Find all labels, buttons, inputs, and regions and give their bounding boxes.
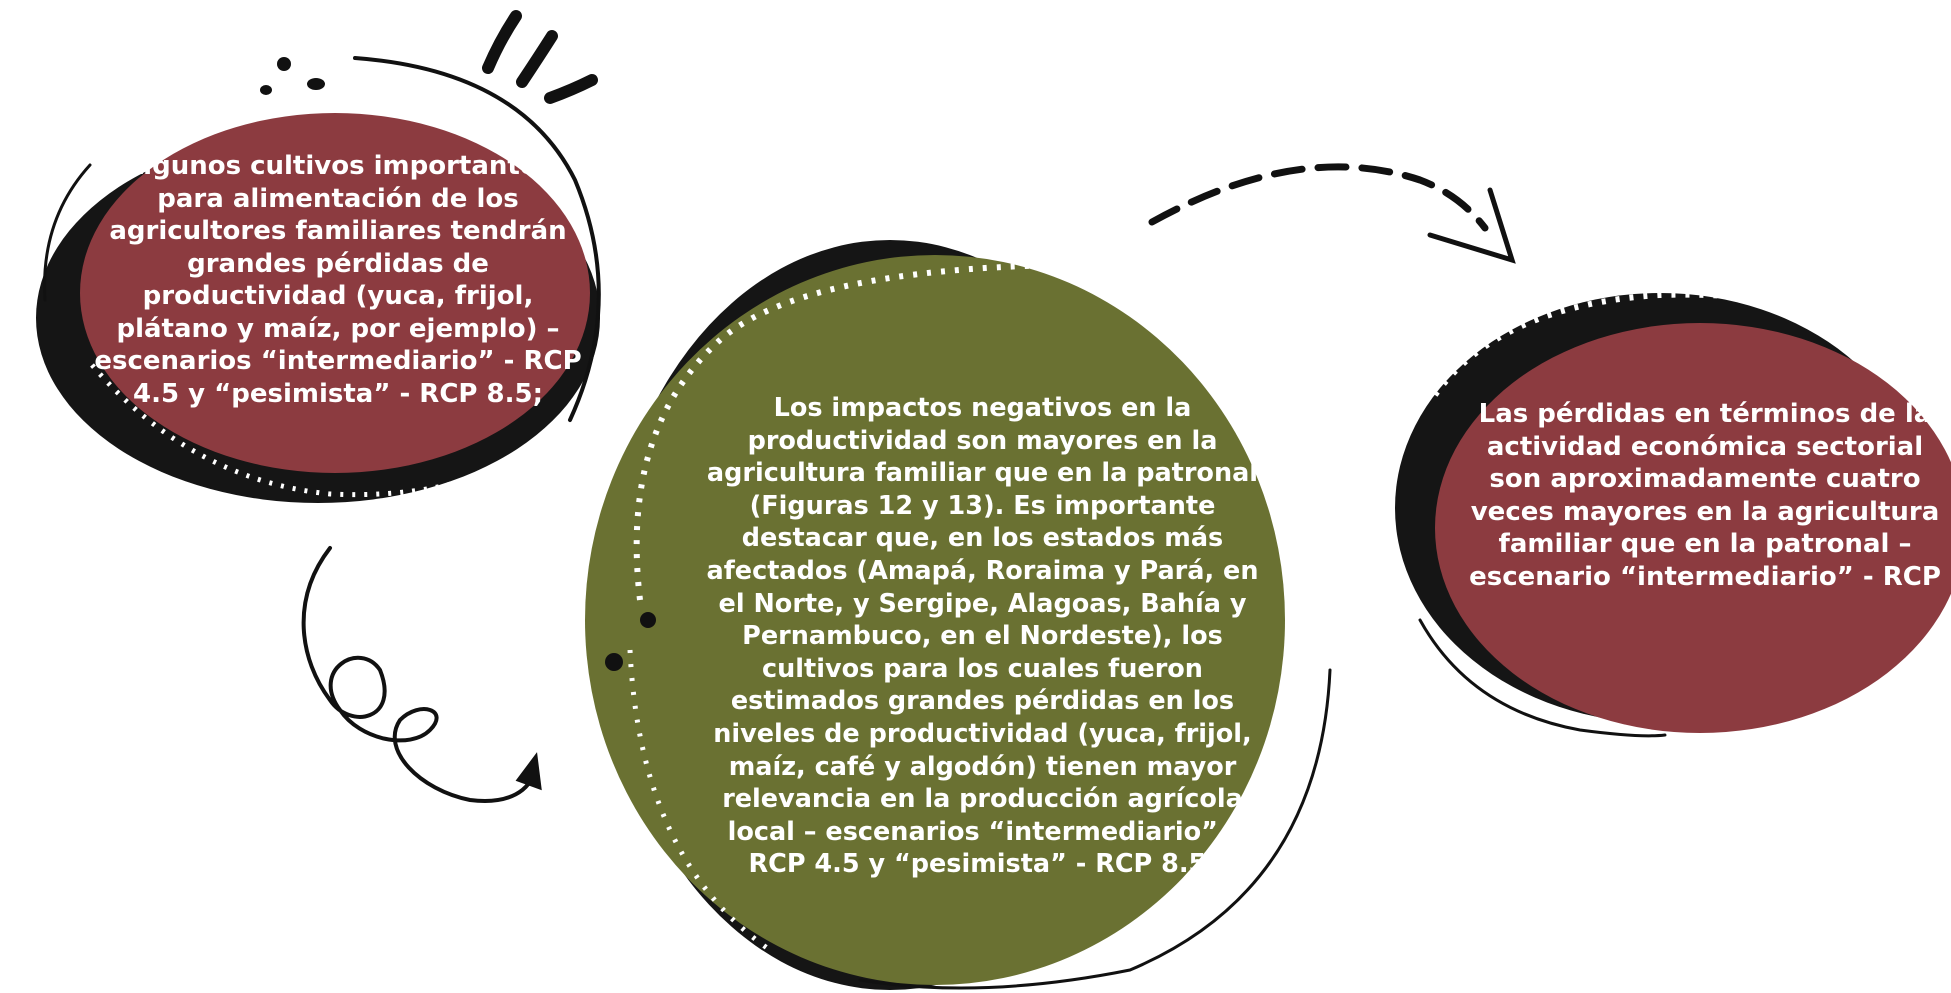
middle-bubble-dot-2 bbox=[640, 612, 656, 628]
middle-bubble-dot bbox=[605, 653, 623, 671]
curly-arrow-icon bbox=[301, 546, 542, 803]
left-bubble-text: Algunos cultivos importantes para alimen… bbox=[94, 151, 582, 409]
middle-bubble-text: Los impactos negativos en la productivid… bbox=[706, 393, 1259, 880]
middle-bubble-scribble bbox=[858, 668, 1332, 990]
middle-bubble-hatch bbox=[633, 262, 1061, 601]
left-bubble-scribble bbox=[353, 56, 601, 422]
right-bubble-scribble bbox=[1418, 618, 1667, 738]
right-bubble-hatch bbox=[1432, 291, 1932, 397]
left-bubble-fill bbox=[80, 113, 590, 473]
accent-dots-icon bbox=[260, 57, 325, 95]
middle-bubble bbox=[585, 240, 1332, 990]
right-bubble-text: Las pérdidas en términos de la actividad… bbox=[1469, 399, 1941, 592]
accent-strokes-icon bbox=[482, 10, 598, 104]
dashed-arrow-icon bbox=[1148, 163, 1516, 264]
left-bubble-hatch bbox=[90, 363, 542, 498]
right-bubble bbox=[1395, 291, 1951, 738]
left-bubble-scribble-2 bbox=[43, 163, 92, 302]
right-bubble-fill bbox=[1435, 323, 1951, 733]
left-bubble bbox=[36, 56, 601, 503]
middle-bubble-fill bbox=[585, 255, 1285, 985]
